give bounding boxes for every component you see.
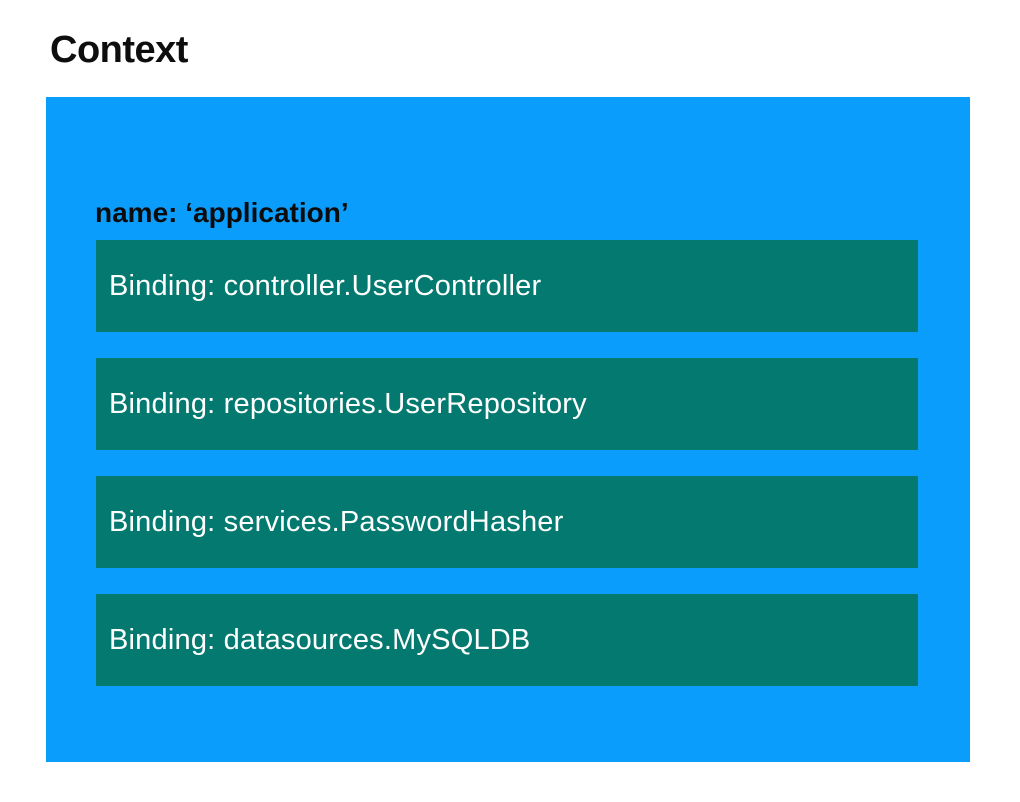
binding-label: Binding: datasources.MySQLDB bbox=[109, 623, 531, 656]
page-title: Context bbox=[50, 29, 188, 71]
binding-label: Binding: repositories.UserRepository bbox=[109, 387, 587, 420]
binding-bar-service: Binding: services.PasswordHasher bbox=[96, 476, 918, 568]
binding-label: Binding: services.PasswordHasher bbox=[109, 505, 564, 538]
bindings-list: Binding: controller.UserController Bindi… bbox=[96, 240, 918, 686]
context-name-line: name: ‘application’ bbox=[95, 197, 349, 228]
context-box: name: ‘application’ registry: Binding: c… bbox=[46, 97, 970, 762]
binding-label: Binding: controller.UserController bbox=[109, 269, 542, 302]
binding-bar-controller: Binding: controller.UserController bbox=[96, 240, 918, 332]
binding-bar-repository: Binding: repositories.UserRepository bbox=[96, 358, 918, 450]
binding-bar-datasource: Binding: datasources.MySQLDB bbox=[96, 594, 918, 686]
